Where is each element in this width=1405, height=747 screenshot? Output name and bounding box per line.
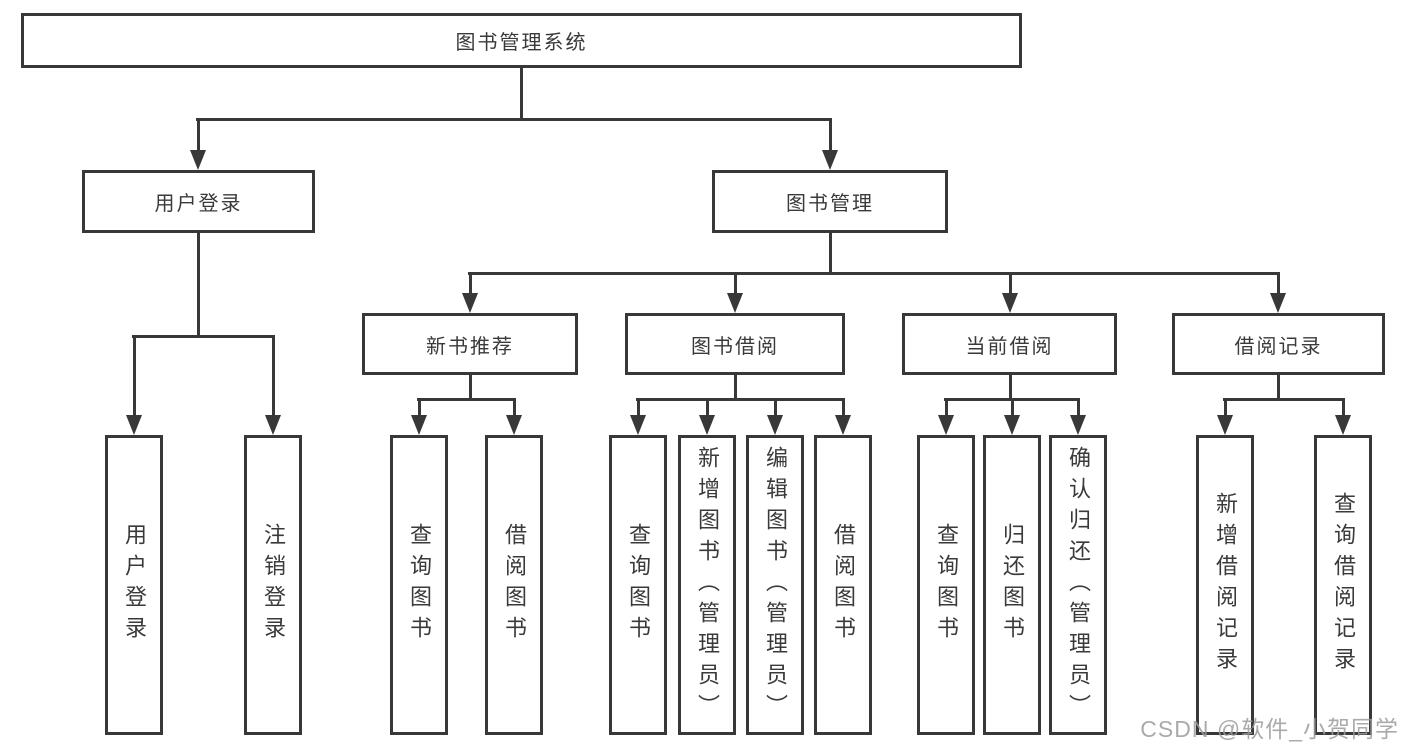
leaf-return-book: 归还图书 <box>983 435 1041 735</box>
connector-book-mgmt-stem <box>829 233 832 272</box>
node-book-borrow-label: 图书借阅 <box>691 335 779 358</box>
connector-to-current-borrow <box>1009 272 1012 295</box>
leaf-add-borrow-record: 新增借阅记录 <box>1196 435 1254 735</box>
leaf-query-book-newrec-label: 查询图书 <box>407 523 432 647</box>
arrowhead-to-leaf-query-record <box>1335 415 1351 435</box>
arrowhead-to-book-borrow <box>727 293 743 313</box>
connector-to-leaf-borrow-book <box>842 398 845 417</box>
connector-to-leaf-query-current <box>945 398 948 417</box>
connector-user-login-branch <box>132 335 275 338</box>
arrowhead-to-leaf-logout <box>265 415 281 435</box>
connector-to-leaf-add-book <box>706 398 709 417</box>
leaf-query-book-borrow: 查询图书 <box>609 435 667 735</box>
arrowhead-to-leaf-add-record <box>1217 415 1233 435</box>
arrowhead-to-leaf-return-book <box>1004 415 1020 435</box>
leaf-confirm-return-admin: 确认归还（管理员） <box>1049 435 1107 735</box>
connector-to-book-borrow <box>734 272 737 295</box>
node-new-book-rec-label: 新书推荐 <box>426 335 514 358</box>
leaf-return-book-label: 归还图书 <box>1000 523 1025 647</box>
leaf-user-login: 用户登录 <box>105 435 163 735</box>
node-book-borrow: 图书借阅 <box>625 313 845 375</box>
node-borrow-record: 借阅记录 <box>1172 313 1385 375</box>
connector-borrow-record-stem <box>1277 375 1280 398</box>
connector-to-leaf-confirm-return <box>1077 398 1080 417</box>
node-borrow-record-label: 借阅记录 <box>1234 335 1323 358</box>
connector-to-book-mgmt <box>829 118 832 152</box>
connector-user-login-stem <box>197 233 200 335</box>
connector-borrow-record-branch <box>1223 398 1345 401</box>
connector-to-leaf-edit-book <box>774 398 777 417</box>
connector-new-book-rec-stem <box>469 375 472 398</box>
node-root-label: 图书管理系统 <box>455 32 588 54</box>
connector-to-leaf-add-record <box>1224 398 1227 417</box>
arrowhead-to-leaf-edit-book <box>767 415 783 435</box>
node-book-mgmt-label: 图书管理 <box>786 193 874 215</box>
csdn-watermark: CSDN @软件_小贺同学 <box>1140 716 1399 742</box>
connector-new-book-rec-branch <box>417 398 516 401</box>
leaf-query-book-current-label: 查询图书 <box>934 523 959 647</box>
connector-to-leaf-query-record <box>1342 398 1345 417</box>
connector-to-leaf-borrow-newrec <box>513 398 516 417</box>
connector-to-leaf-logout <box>272 335 275 417</box>
node-user-login-label: 用户登录 <box>154 193 243 215</box>
node-current-borrow-label: 当前借阅 <box>965 335 1054 358</box>
leaf-query-book-borrow-label: 查询图书 <box>626 523 651 647</box>
node-new-book-rec: 新书推荐 <box>362 313 578 375</box>
node-current-borrow: 当前借阅 <box>902 313 1117 375</box>
connector-root-branch <box>196 118 832 121</box>
arrowhead-to-leaf-borrow-newrec <box>506 415 522 435</box>
node-root: 图书管理系统 <box>21 13 1022 68</box>
arrowhead-to-leaf-confirm-return <box>1070 415 1086 435</box>
node-book-mgmt: 图书管理 <box>712 170 948 233</box>
arrowhead-to-leaf-add-book <box>699 415 715 435</box>
leaf-query-borrow-record-label: 查询借阅记录 <box>1331 492 1356 678</box>
leaf-query-borrow-record: 查询借阅记录 <box>1314 435 1372 735</box>
leaf-logout-label: 注销登录 <box>261 523 286 647</box>
connector-root-stem <box>520 68 523 118</box>
leaf-query-book-newrec: 查询图书 <box>390 435 448 735</box>
connector-current-borrow-stem <box>1009 375 1012 398</box>
leaf-edit-book-admin: 编辑图书（管理员） <box>746 435 804 735</box>
arrowhead-to-leaf-query-newrec <box>411 415 427 435</box>
connector-to-leaf-user-login <box>133 335 136 417</box>
arrowhead-to-book-mgmt <box>822 150 838 170</box>
leaf-borrow-book-newrec-label: 借阅图书 <box>502 523 527 647</box>
connector-to-leaf-query-borrow <box>637 398 640 417</box>
arrowhead-to-borrow-record <box>1270 293 1286 313</box>
leaf-add-book-admin: 新增图书（管理员） <box>678 435 736 735</box>
arrowhead-to-user-login <box>190 150 206 170</box>
leaf-borrow-book-borrow: 借阅图书 <box>814 435 872 735</box>
arrowhead-to-leaf-query-current <box>938 415 954 435</box>
leaf-query-book-current: 查询图书 <box>917 435 975 735</box>
connector-book-mgmt-branch <box>468 272 1280 275</box>
connector-to-leaf-return-book <box>1011 398 1014 417</box>
connector-book-borrow-branch <box>636 398 845 401</box>
connector-book-borrow-stem <box>734 375 737 398</box>
leaf-add-borrow-record-label: 新增借阅记录 <box>1213 492 1238 678</box>
node-user-login: 用户登录 <box>82 170 315 233</box>
leaf-add-book-admin-label: 新增图书（管理员） <box>695 445 720 725</box>
arrowhead-to-leaf-borrow-book <box>835 415 851 435</box>
connector-to-leaf-query-newrec <box>418 398 421 417</box>
arrowhead-to-current-borrow <box>1002 293 1018 313</box>
leaf-logout: 注销登录 <box>244 435 302 735</box>
arrowhead-to-new-book-rec <box>462 293 478 313</box>
arrowhead-to-leaf-user-login <box>126 415 142 435</box>
leaf-user-login-label: 用户登录 <box>122 523 147 647</box>
leaf-edit-book-admin-label: 编辑图书（管理员） <box>763 445 788 725</box>
arrowhead-to-leaf-query-borrow <box>630 415 646 435</box>
connector-to-new-book-rec <box>469 272 472 295</box>
connector-to-user-login <box>197 118 200 152</box>
leaf-borrow-book-borrow-label: 借阅图书 <box>831 523 856 647</box>
connector-to-borrow-record <box>1277 272 1280 295</box>
leaf-borrow-book-newrec: 借阅图书 <box>485 435 543 735</box>
leaf-confirm-return-admin-label: 确认归还（管理员） <box>1066 445 1091 725</box>
